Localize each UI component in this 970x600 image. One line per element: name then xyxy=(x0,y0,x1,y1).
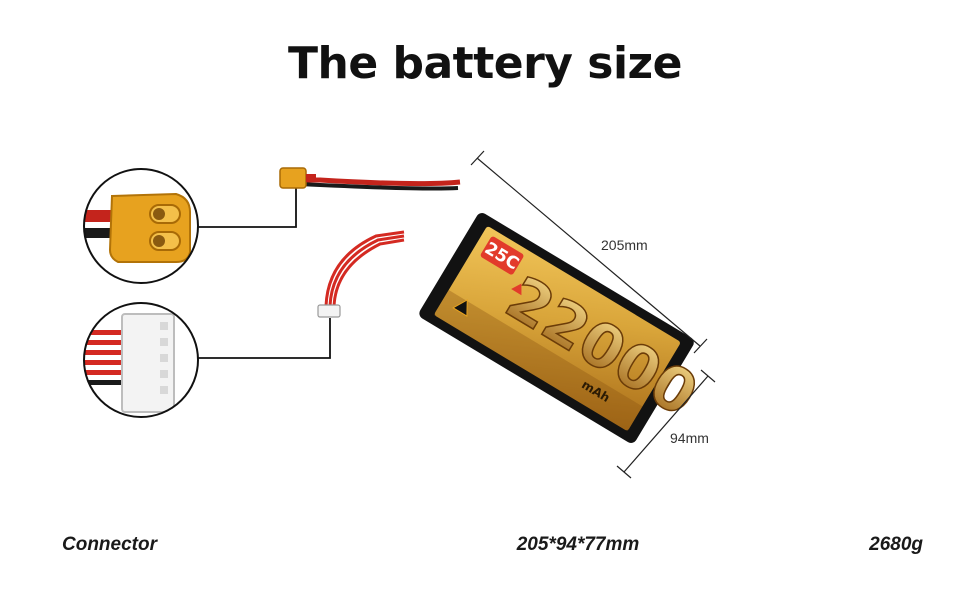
leader-line-xt xyxy=(198,185,297,228)
width-label: 94mm xyxy=(670,430,709,446)
balance-plug-closeup xyxy=(83,302,199,418)
warning-icon-small xyxy=(511,283,522,296)
width-dimension xyxy=(616,369,716,479)
battery-body: 25C 22000 mAh xyxy=(419,213,710,443)
size-caption: 205*94*77mm xyxy=(516,534,640,555)
balance-plug-icon xyxy=(121,313,175,413)
length-label: 205mm xyxy=(601,237,648,253)
leader-line-balance xyxy=(198,318,331,359)
connector-caption: Connector xyxy=(62,534,157,555)
warning-icon xyxy=(452,299,468,317)
length-dimension xyxy=(470,150,708,354)
xt-connector-icon xyxy=(108,192,191,263)
xt-connector-closeup xyxy=(83,168,199,284)
weight-caption: 2680g xyxy=(869,534,923,555)
page-title: The battery size xyxy=(287,38,683,89)
